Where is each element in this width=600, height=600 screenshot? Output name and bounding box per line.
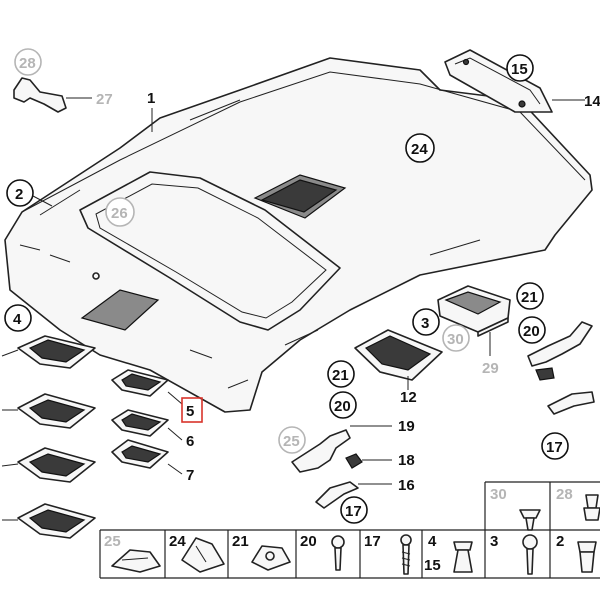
circle-17 (340, 496, 368, 524)
label-21: 21 (332, 367, 349, 384)
lamp-housings-4 (1, 335, 96, 539)
label-18: 18 (398, 452, 415, 469)
label-25: 25 (283, 433, 300, 450)
label-6: 6 (186, 433, 194, 450)
bracket-right-20-21 (527, 321, 595, 415)
lamp-housings-5-6-7 (111, 369, 183, 475)
grid-label-15: 15 (424, 557, 441, 574)
screw-3-icon (522, 534, 538, 550)
clip-2-icon (577, 541, 597, 553)
circle-24 (405, 133, 435, 163)
rear-trim-part (444, 49, 585, 113)
circle-25 (278, 426, 306, 454)
grid-label-24: 24 (169, 533, 186, 550)
circle-2 (6, 179, 34, 207)
circle-21-right (516, 282, 544, 310)
label-20: 20 (334, 398, 351, 415)
fastener-grid-bottom: 25 24 21 20 17 4 15 3 2 (99, 529, 600, 579)
grid-label-3: 3 (490, 533, 498, 550)
circle-3 (412, 308, 440, 336)
clip-25-icon (111, 549, 161, 573)
grid-label-30: 30 (490, 486, 507, 503)
clip-4-15-icon (453, 541, 473, 551)
clip-18 (345, 453, 392, 469)
label-27: 27 (96, 91, 113, 108)
bracket-19 (291, 425, 392, 473)
label-12: 12 (400, 389, 417, 406)
clip-30-icon (519, 509, 541, 519)
label-28: 28 (19, 55, 36, 72)
label-3: 3 (421, 315, 429, 332)
label-29: 29 (482, 360, 499, 377)
circle-21 (327, 360, 355, 388)
highlight-box-5 (181, 397, 203, 423)
grid-label-21: 21 (232, 533, 249, 550)
label-1: 1 (147, 90, 155, 107)
label-26: 26 (111, 205, 128, 222)
label-19: 19 (398, 418, 415, 435)
screw-20-icon (331, 535, 345, 549)
grab-handle-16 (315, 481, 392, 509)
circle-30 (442, 324, 470, 352)
headliner-part (4, 57, 593, 413)
label-20-right: 20 (523, 323, 540, 340)
grid-label-4: 4 (428, 533, 437, 550)
grid-label-28: 28 (556, 486, 573, 503)
label-21-right: 21 (521, 289, 538, 306)
label-4: 4 (13, 311, 22, 328)
label-7: 7 (186, 467, 194, 484)
label-16: 16 (398, 477, 415, 494)
grid-label-2: 2 (556, 533, 564, 550)
circle-20 (329, 391, 357, 419)
circle-28 (14, 48, 42, 76)
label-30: 30 (447, 331, 464, 348)
grid-label-20: 20 (300, 533, 317, 550)
clip-24-icon (181, 537, 225, 573)
label-24: 24 (411, 141, 428, 158)
grid-label-17: 17 (364, 533, 381, 550)
label-17: 17 (345, 503, 362, 520)
grid-label-25: 25 (104, 533, 121, 550)
bracket-27-part (13, 77, 92, 113)
clip-28-icon (585, 494, 599, 509)
callout-labels: 1 2 4 5 6 7 3 30 29 12 15 14 24 26 28 27… (4, 48, 600, 524)
label-14: 14 (584, 93, 600, 110)
circle-17-right (541, 432, 569, 460)
label-17-right: 17 (546, 439, 563, 456)
circle-20-right (518, 316, 546, 344)
label-15: 15 (511, 61, 528, 78)
circle-26 (105, 197, 135, 227)
interior-light-12 (354, 329, 443, 390)
circle-4 (4, 304, 32, 332)
screw-17-icon (400, 534, 412, 546)
control-panel-29 (437, 285, 511, 356)
fastener-grid-upper: 30 28 (484, 481, 600, 531)
circle-15 (506, 54, 534, 82)
label-5: 5 (186, 403, 194, 420)
label-2: 2 (15, 186, 23, 203)
